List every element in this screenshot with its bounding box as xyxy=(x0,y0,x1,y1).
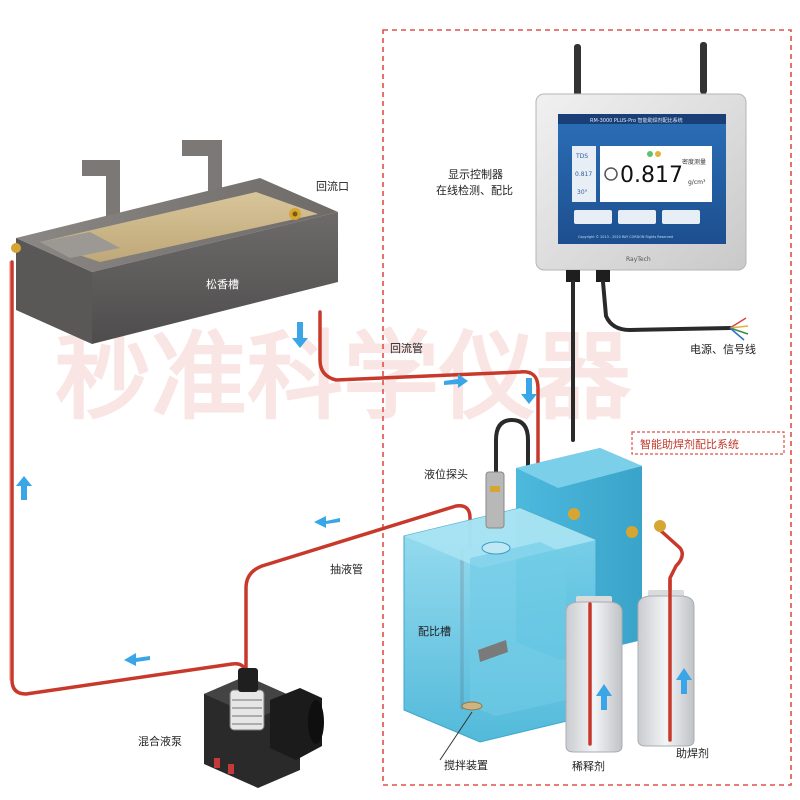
arrow-left-2 xyxy=(124,653,150,666)
flow-arrows xyxy=(16,322,537,666)
screen-badge-mid: 0.817 xyxy=(575,171,592,178)
arrow-left-1 xyxy=(314,516,340,528)
stirrer-icon xyxy=(461,701,483,711)
screen-button-1[interactable] xyxy=(574,210,612,224)
screen-button-3[interactable] xyxy=(662,210,700,224)
mixing-pump-label: 混合液泵 xyxy=(138,734,182,748)
screen-unit: g/cm³ xyxy=(688,179,706,186)
screen-header: RM-3000 PLUS-Pro 智能助焊剂配比系统 xyxy=(590,117,683,124)
thinner-label: 稀释剂 xyxy=(572,759,605,773)
screen-badge-bottom: 30° xyxy=(577,189,588,196)
return-port-label: 回流口 xyxy=(316,179,349,193)
controller-brand: RayTech xyxy=(626,256,651,263)
screen-side-label: 密度测量 xyxy=(682,158,706,166)
mixing-tank xyxy=(403,448,666,743)
screen-value: 0.817 xyxy=(620,163,683,188)
flux-label: 助焊剂 xyxy=(676,746,709,760)
suction-pipe-label: 抽液管 xyxy=(330,562,363,576)
arrow-up-flux xyxy=(676,668,692,694)
return-pipe-label: 回流管 xyxy=(390,341,423,355)
system-boundary xyxy=(382,29,792,786)
display-controller-sub-label: 在线检测、配比 xyxy=(436,183,513,197)
mixing-tank-label: 配比槽 xyxy=(418,625,451,638)
stirrer-label: 搅拌装置 xyxy=(444,758,488,772)
screen-badge-top: TDS xyxy=(575,153,588,160)
level-probe-label: 液位探头 xyxy=(424,467,468,481)
display-controller-label: 显示控制器 xyxy=(448,167,503,181)
rosin-tank-label: 松香槽 xyxy=(206,277,239,291)
arrow-down-2 xyxy=(521,378,537,404)
mixing-pump xyxy=(204,668,324,788)
arrow-down-1 xyxy=(292,322,308,348)
system-name-label: 智能助焊剂配比系统 xyxy=(640,437,739,451)
gauge-icon xyxy=(604,167,618,181)
power-signal-label: 电源、信号线 xyxy=(690,342,756,356)
rosin-tank xyxy=(11,140,338,344)
arrow-right-1 xyxy=(444,374,468,388)
watermark-text: 秒准科学仪器 xyxy=(55,321,632,433)
screen-footer: Copyright © 2013 - 2020 RAY CORDON Right… xyxy=(578,235,673,239)
thinner-bottle xyxy=(565,596,623,753)
cables xyxy=(494,280,749,502)
arrow-up-thinner xyxy=(596,684,612,710)
display-controller: RM-3000 PLUS-Pro 智能助焊剂配比系统 TDS 0.817 30°… xyxy=(535,42,747,282)
flux-bottle xyxy=(637,590,695,747)
system-name-box xyxy=(631,431,785,455)
screen-button-2[interactable] xyxy=(618,210,656,224)
arrow-up-1 xyxy=(16,476,32,500)
